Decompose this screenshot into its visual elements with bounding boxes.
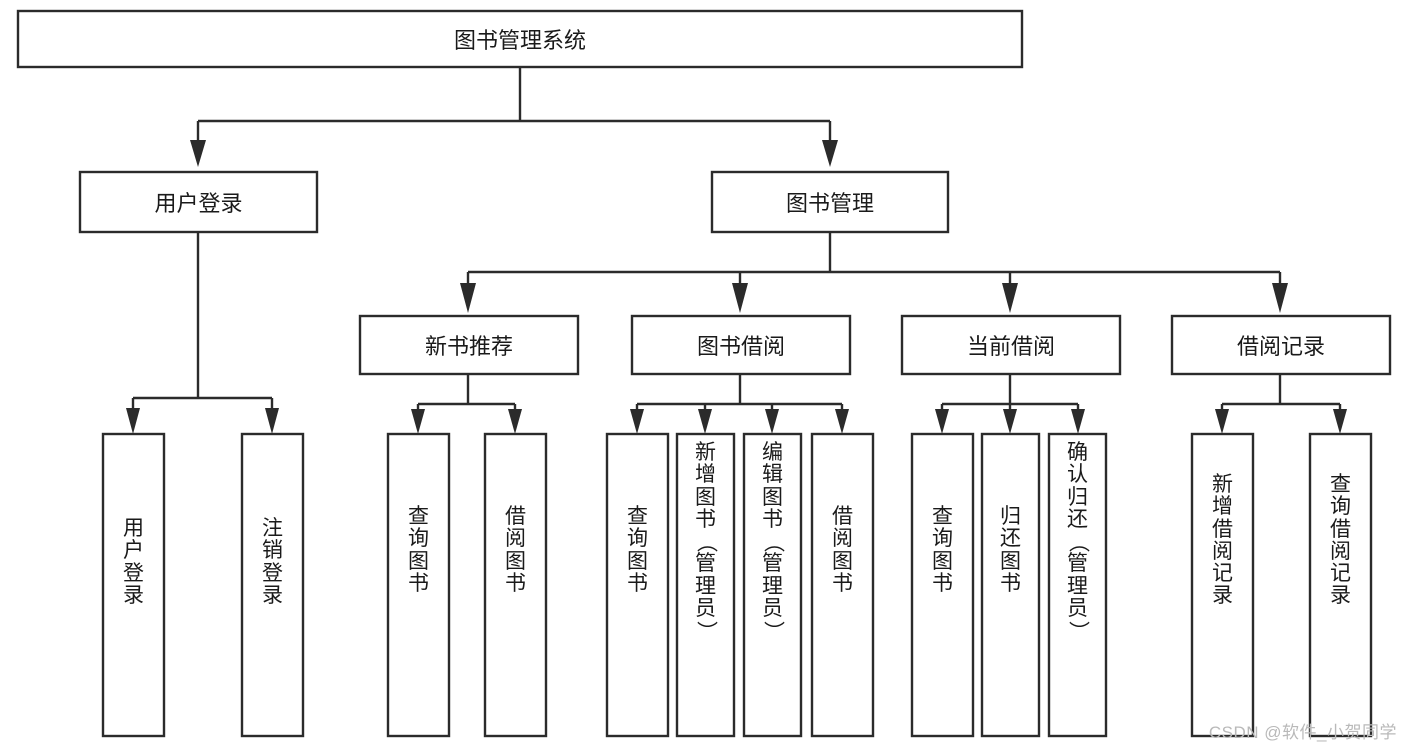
- leaf-box-new-book-1[interactable]: [483, 432, 548, 738]
- arrow-head-borrowrecord-leaf2: [1333, 409, 1347, 434]
- leaf-box-user-login-1[interactable]: [240, 432, 305, 738]
- node-box-book-management[interactable]: [710, 170, 950, 234]
- leaf-box-current-borrow-0[interactable]: [910, 432, 975, 738]
- arrow-head-userlogin-leaf2: [265, 408, 279, 434]
- arrow-head-bookborrow-leaf3: [765, 409, 779, 434]
- connector-group-borrowrecord: [1215, 374, 1347, 434]
- arrow-head-bookmgmt: [822, 140, 838, 167]
- arrow-head-borrowrecord-leaf1: [1215, 409, 1229, 434]
- connector-group-bookborrow: [630, 374, 849, 434]
- leaf-box-book-borrow-3[interactable]: [810, 432, 875, 738]
- node-box-current-borrow[interactable]: [900, 314, 1122, 376]
- connector-group-newbook: [411, 374, 522, 434]
- node-box-borrow-record[interactable]: [1170, 314, 1392, 376]
- arrow-head-userlogin-leaf1: [126, 408, 140, 434]
- node-box-root[interactable]: [16, 9, 1024, 69]
- arrow-head-currentborrow-leaf2: [1003, 409, 1017, 434]
- arrow-head-bookborrow-leaf1: [630, 409, 644, 434]
- connector-group-userlogin: [126, 232, 279, 434]
- connector-group-bookmgmt: [460, 232, 1288, 313]
- arrow-head-bookborrow-leaf2: [698, 409, 712, 434]
- leaf-box-borrow-record-1[interactable]: [1308, 432, 1373, 738]
- leaf-box-user-login-0[interactable]: [101, 432, 166, 738]
- node-box-user-login[interactable]: [78, 170, 319, 234]
- arrow-head-currentborrow-leaf3: [1071, 409, 1085, 434]
- arrow-head-currentborrow: [1002, 283, 1018, 313]
- arrow-head-newbook: [460, 283, 476, 313]
- arrow-head-newbook-leaf1: [411, 409, 425, 434]
- leaf-box-new-book-0[interactable]: [386, 432, 451, 738]
- arrow-head-newbook-leaf2: [508, 409, 522, 434]
- watermark: CSDN @软件_小贺同学: [1208, 723, 1397, 742]
- leaf-box-book-borrow-1[interactable]: [675, 432, 736, 738]
- arrow-head-bookborrow: [732, 283, 748, 313]
- connector-group-currentborrow: [935, 374, 1085, 434]
- leaf-box-borrow-record-0[interactable]: [1190, 432, 1255, 738]
- connector-group-root: [190, 67, 838, 167]
- node-box-book-borrow[interactable]: [630, 314, 852, 376]
- arrow-head-bookborrow-leaf4: [835, 409, 849, 434]
- arrow-head-borrowrecord: [1272, 283, 1288, 313]
- leaf-box-current-borrow-2[interactable]: [1047, 432, 1108, 738]
- leaf-box-book-borrow-0[interactable]: [605, 432, 670, 738]
- leaf-box-current-borrow-1[interactable]: [980, 432, 1041, 738]
- arrow-head-userlogin: [190, 140, 206, 167]
- leaf-box-book-borrow-2[interactable]: [742, 432, 803, 738]
- node-box-new-book-recommend[interactable]: [358, 314, 580, 376]
- arrow-head-currentborrow-leaf1: [935, 409, 949, 434]
